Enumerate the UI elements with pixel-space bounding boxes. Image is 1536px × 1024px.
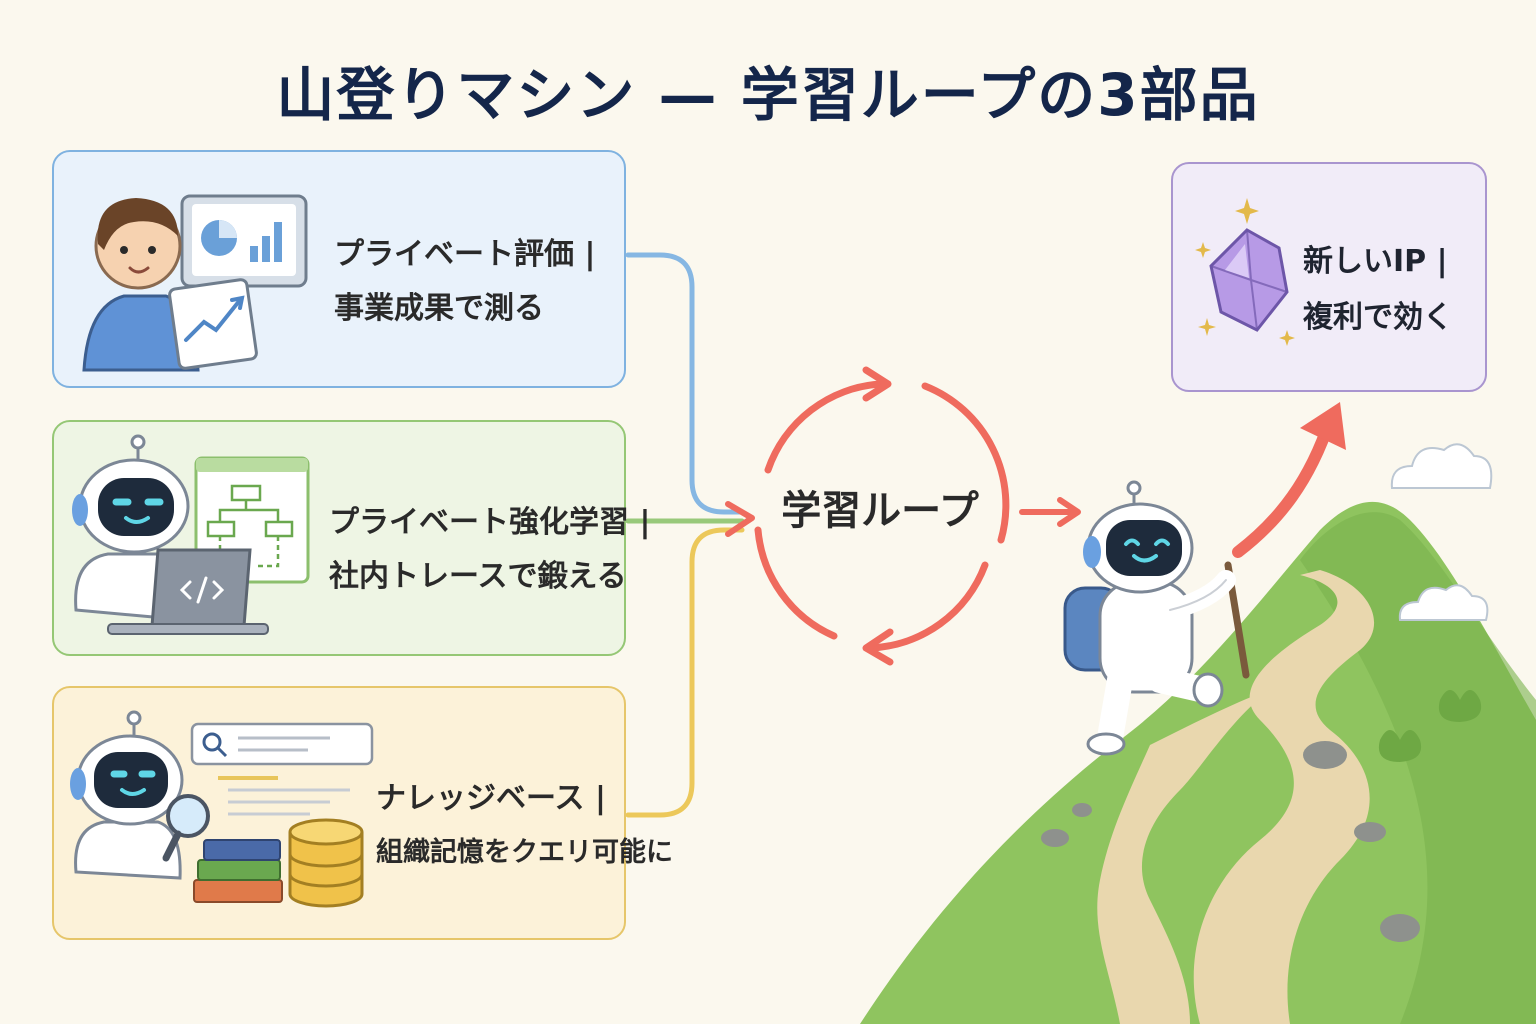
- card-kb-line1: ナレッジベース |: [376, 772, 673, 826]
- card-rl-line2: 社内トレースで鍛える: [329, 550, 650, 604]
- card-private-rl: プライベート強化学習 | 社内トレースで鍛える: [52, 420, 626, 656]
- loop-to-climber-arrow: [1022, 500, 1078, 524]
- card-text: ナレッジベース | 組織記憶をクエリ可能に: [376, 772, 673, 880]
- card-eval-line1: プライベート評価 |: [334, 228, 595, 282]
- robot-laptop-illustration: [68, 430, 318, 650]
- search-bar-icon: [192, 724, 372, 814]
- person-dashboard-illustration: [74, 166, 324, 376]
- card-text: プライベート評価 | 事業成果で測る: [334, 228, 595, 336]
- card-eval-line2: 事業成果で測る: [334, 282, 595, 336]
- connector-eval: [628, 255, 742, 512]
- growth-arrow: [1238, 420, 1330, 552]
- dashboard-icon: [182, 196, 306, 286]
- database-icon: [290, 820, 362, 906]
- card-ip-line1: 新しいIP |: [1303, 234, 1453, 290]
- magnifier-icon: [166, 796, 208, 858]
- card-knowledge-base: ナレッジベース | 組織記憶をクエリ可能に: [52, 686, 626, 940]
- card-rl-line1: プライベート強化学習 |: [329, 496, 650, 550]
- card-text: プライベート強化学習 | 社内トレースで鍛える: [329, 496, 650, 604]
- card-text: 新しいIP | 複利で効く: [1303, 234, 1453, 346]
- learning-loop-label: 学習ループ: [770, 478, 990, 536]
- card-kb-line2: 組織記憶をクエリ可能に: [376, 826, 673, 880]
- card-ip-line2: 複利で効く: [1303, 290, 1453, 346]
- card-new-ip: 新しいIP | 複利で効く: [1171, 162, 1487, 392]
- crystal-illustration: [1195, 194, 1305, 354]
- books-icon: [194, 840, 282, 902]
- tablet-chart-icon: [169, 279, 257, 369]
- robot-knowledge-illustration: [68, 708, 388, 928]
- mountain-icon: [860, 502, 1536, 1024]
- card-private-eval: プライベート評価 | 事業成果で測る: [52, 150, 626, 388]
- crystal-icon: [1211, 230, 1287, 330]
